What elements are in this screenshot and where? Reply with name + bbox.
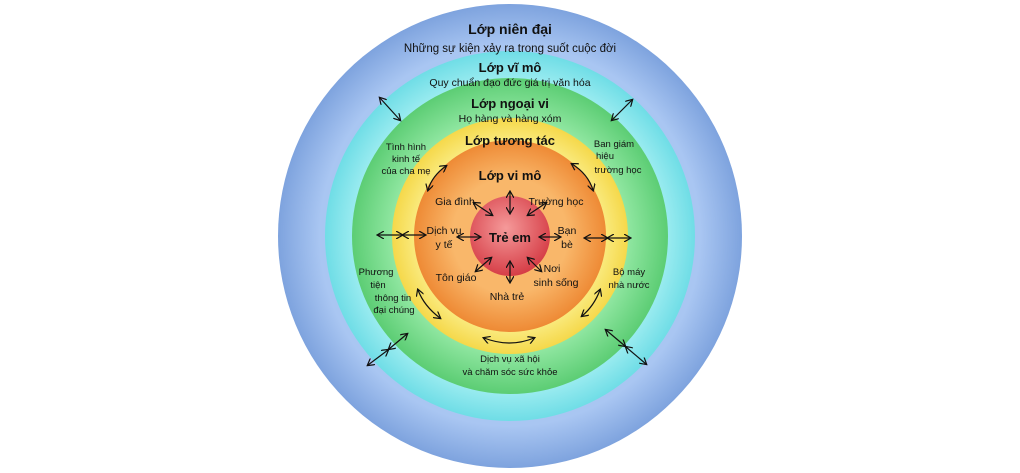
arrow-diag-upper-left: [380, 98, 400, 120]
exo-item-gov-line1: Bộ máy: [613, 267, 645, 278]
arrow-diag-lower-right-outer: [626, 347, 646, 364]
arrow-diag-lower-left-inner: [389, 334, 407, 349]
center-title: Trẻ em: [489, 230, 531, 245]
arrow-child-family: [474, 203, 492, 215]
meso-arc-arrow-lower-left: [418, 290, 440, 318]
exo-subtitle: Họ hàng và hàng xóm: [459, 113, 562, 125]
arrow-diag-lower-right: [606, 330, 625, 346]
exo-item-media-line1: Phương: [359, 267, 394, 278]
meso-arc-arrow-left: [428, 166, 446, 190]
exo-item-parents-line1: Tình hình: [386, 142, 426, 153]
exo-item-board-line3: trường học: [595, 165, 642, 176]
micro-item-daycare: Nhà trẻ: [490, 291, 525, 303]
micro-item-school: Trường học: [529, 196, 584, 208]
micro-item-health-line2: y tế: [436, 239, 453, 251]
exo-item-social-line1: Dịch vụ xã hội: [480, 354, 540, 365]
exo-item-board-line2: hiệu: [596, 151, 614, 162]
child-arrows: [368, 98, 646, 365]
exo-item-media-line4: đại chúng: [373, 305, 414, 316]
exo-item-parents-line3: của cha mẹ: [381, 166, 430, 177]
meso-arc-arrow-lower-right: [582, 290, 600, 316]
chrono-title: Lớp niên đại: [468, 21, 552, 37]
macro-title: Lớp vĩ mô: [479, 60, 542, 75]
exo-item-media-line2: tiện: [370, 280, 385, 291]
exo-item-media-line3: thông tin: [375, 293, 411, 304]
exo-item-board-line1: Ban giám: [594, 139, 634, 150]
micro-item-health-line1: Dịch vụ: [426, 225, 461, 237]
arrow-diag-lower-left: [368, 350, 388, 365]
meso-arc-arrow-right: [572, 164, 593, 190]
micro-item-neighborhood-line1: Nơi: [544, 263, 561, 275]
arrow-child-school: [528, 203, 546, 215]
micro-item-friends-line1: Bạn: [558, 225, 577, 237]
micro-item-family: Gia đình: [435, 196, 475, 208]
arrow-diag-upper-right: [612, 100, 632, 120]
arrow-child-neighborhood: [528, 258, 541, 271]
exo-item-social-line2: và chăm sóc sức khỏe: [462, 367, 557, 378]
exo-title: Lớp ngoại vi: [471, 96, 549, 111]
micro-item-religion: Tôn giáo: [436, 272, 477, 284]
macro-subtitle: Quy chuẩn đạo đức giá trị văn hóa: [429, 77, 590, 89]
meso-arc-arrow-bottom: [484, 338, 534, 343]
micro-item-friends-line2: bè: [561, 239, 573, 251]
exo-item-gov-line2: nhà nước: [608, 280, 649, 291]
meso-title: Lớp tương tác: [465, 133, 555, 148]
micro-title: Lớp vi mô: [479, 168, 542, 183]
chrono-subtitle: Những sự kiện xảy ra trong suốt cuộc đời: [404, 43, 616, 55]
micro-item-neighborhood-line2: sinh sống: [534, 277, 579, 289]
exo-item-parents-line2: kinh tế: [392, 154, 421, 165]
arrow-child-religion: [476, 258, 491, 271]
